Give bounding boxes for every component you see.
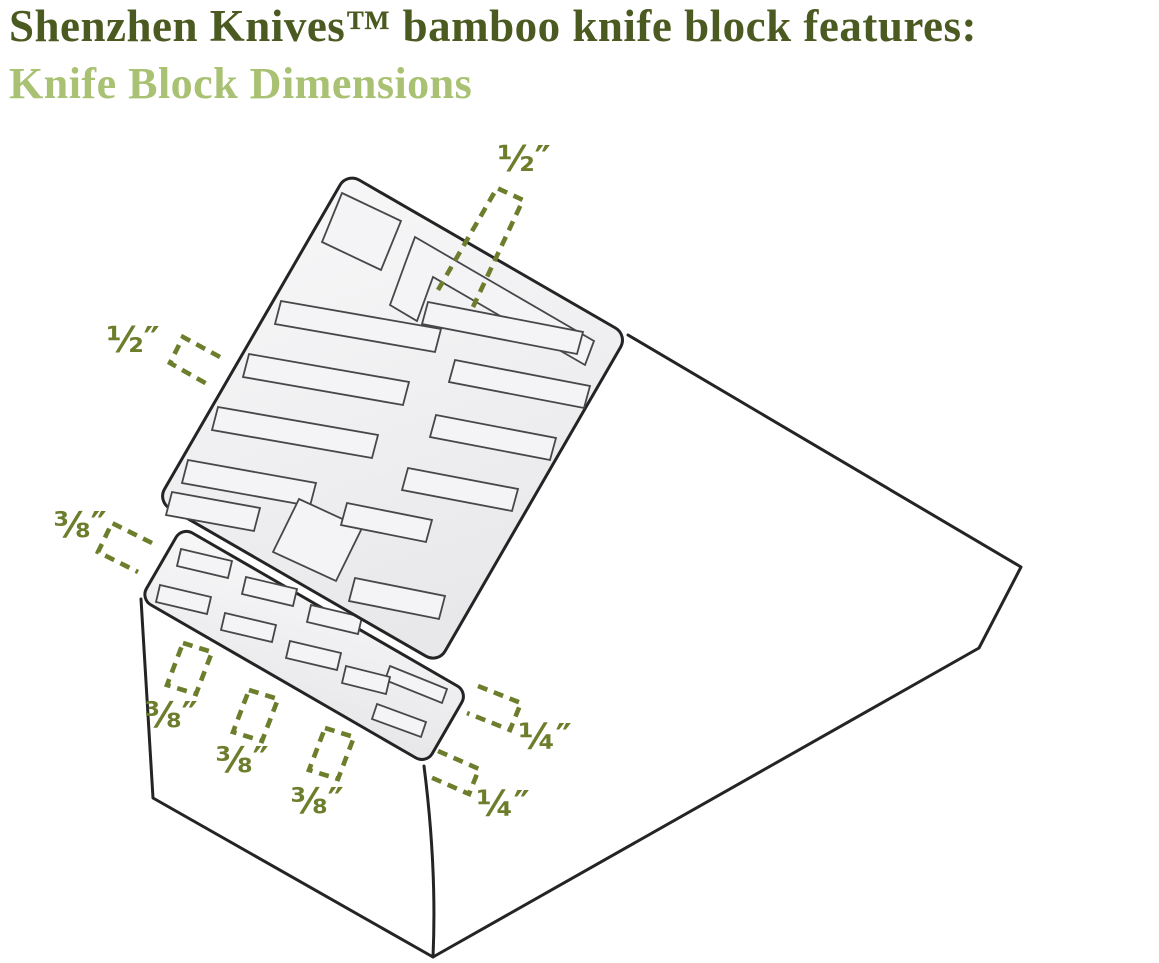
knife-slot — [175, 547, 234, 580]
dimension-box-top-slot — [436, 185, 527, 308]
dimension-label-left-small-slot: ⅜″ — [53, 505, 106, 546]
page-header: Shenzhen Knives™ bamboo knife block feat… — [9, 0, 1159, 106]
page-title: Shenzhen Knives™ bamboo knife block feat… — [9, 1, 978, 51]
knife-slot — [400, 466, 520, 513]
knife-slot — [241, 352, 411, 407]
dimension-box-bottom-slot-2 — [229, 687, 282, 744]
upper-slot-panel — [161, 176, 624, 660]
knife-slot — [164, 490, 262, 533]
dimension-box-right-slot-lower — [427, 748, 482, 798]
dimension-box-left-slot — [166, 333, 222, 387]
upper-panel-slots — [164, 191, 596, 621]
dimension-callouts: ½″ ½″ ⅜″ ⅜″ ⅜″ ⅜″ ¼″ ¼″ — [53, 139, 571, 825]
dimension-label-bottom-slot-3: ⅜″ — [290, 781, 343, 822]
dimension-label-right-slot-lower: ¼″ — [476, 784, 529, 825]
knife-slot — [154, 583, 213, 616]
dimension-label-left-slot: ½″ — [106, 320, 159, 361]
knife-slot — [219, 611, 278, 644]
knife-block-outline — [139, 333, 1023, 959]
lower-panel-slots — [154, 547, 449, 739]
dimension-box-right-slot-upper — [466, 683, 525, 733]
knife-slot — [305, 603, 364, 636]
lower-slot-panel — [143, 529, 465, 761]
front-edge — [422, 764, 436, 959]
knife-slot — [273, 299, 443, 354]
knife-slot — [340, 664, 392, 696]
knife-slot-wide — [320, 191, 403, 272]
dimension-label-bottom-slot-1: ⅜″ — [144, 695, 197, 736]
page-subtitle: Knife Block Dimensions — [9, 59, 473, 108]
knife-slot — [447, 358, 592, 410]
knife-slot — [428, 413, 558, 462]
dimension-box-left-small-slot — [94, 519, 154, 575]
dimension-box-bottom-slot-1 — [163, 640, 216, 697]
knife-slot — [370, 702, 428, 739]
knife-slot — [284, 639, 343, 672]
knife-slot — [210, 405, 380, 460]
knife-slot-square — [271, 497, 364, 583]
knife-slot — [347, 576, 447, 621]
dimension-label-top-slot: ½″ — [497, 139, 550, 180]
dimension-label-right-slot-upper: ¼″ — [518, 717, 571, 758]
dimension-label-bottom-slot-2: ⅜″ — [215, 740, 268, 781]
knife-slot — [339, 501, 434, 544]
knife-slot — [240, 575, 299, 608]
knife-slot — [420, 300, 585, 356]
dimension-box-bottom-slot-3 — [305, 725, 358, 782]
